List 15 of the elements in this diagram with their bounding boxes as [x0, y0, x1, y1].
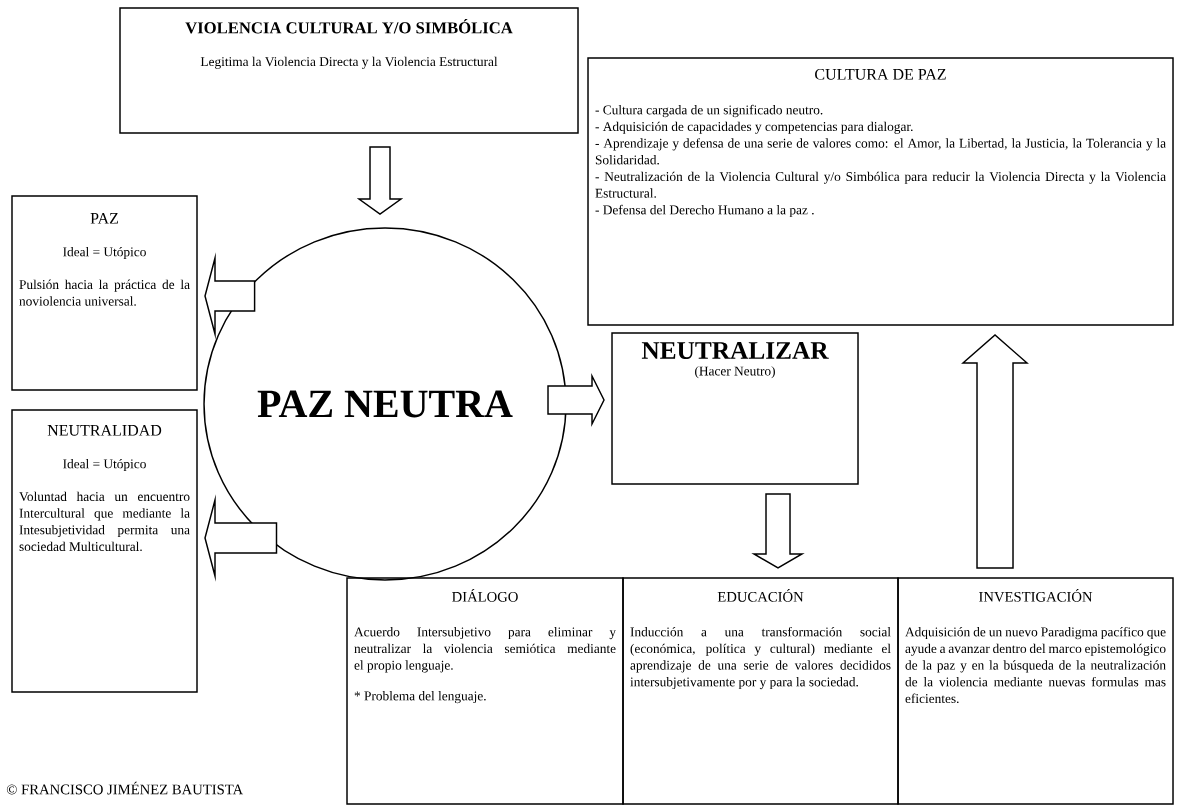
block-arrow — [204, 494, 278, 582]
text-box: CULTURA DE PAZ - Cultura cargada de un significado neutro. - Adquisición de capacidades y competencias para dialogar. - Aprendizaje y defensa de una serie de valores como: el Amor, la Libertad, la Justicia, la Tolerancia y la Solidaridad. - Neutralización de la Violencia Cultural y/o Simbólica para reducir la Violencia Directa y la Violencia Estructural. - Defensa del Derecho Humano a la paz . — [587, 57, 1174, 326]
process-box: NEUTRALIZAR (Hacer Neutro) — [611, 332, 859, 485]
table-cell: EDUCACIÓN Inducción a una transformación social (económica, política y cultural) mediante el aprendizaje de una serie de valores decididos intersubjetivamente por y para la sociedad. — [622, 577, 899, 805]
table-cell: DIÁLOGO Acuerdo Intersubjetivo para eliminar y neutralizar la violencia semiótica mediante el propio lenguaje. * Problema del lenguaje. — [346, 577, 624, 805]
block-arrow — [751, 493, 805, 569]
heading-box: VIOLENCIA CULTURAL Y/O SIMBÓLICA Legitima la Violencia Directa y la Violencia Estructural — [119, 7, 579, 134]
text-box: NEUTRALIDAD Ideal = Utópico Voluntad hacia un encuentro Intercultural que mediante la Intesubjetividad permita una sociedad Multicultural. — [11, 409, 198, 693]
block-arrow — [204, 252, 256, 340]
table-cell: INVESTIGACIÓN Adquisición de un nuevo Paradigma pacífico que ayude a avanzar dentro del marco epistemológico de la paz y en la búsqueda de la neutralización de la violencia mediante nuevas formulas mas eficientes. — [897, 577, 1174, 805]
copyright-note: © FRANCISCO JIMÉNEZ BAUTISTA — [6, 781, 244, 795]
block-arrow — [356, 146, 404, 215]
block-arrow — [547, 372, 605, 428]
text-box: PAZ Ideal = Utópico Pulsión hacia la práctica de la noviolencia universal. — [11, 195, 198, 391]
block-arrow — [961, 334, 1029, 569]
